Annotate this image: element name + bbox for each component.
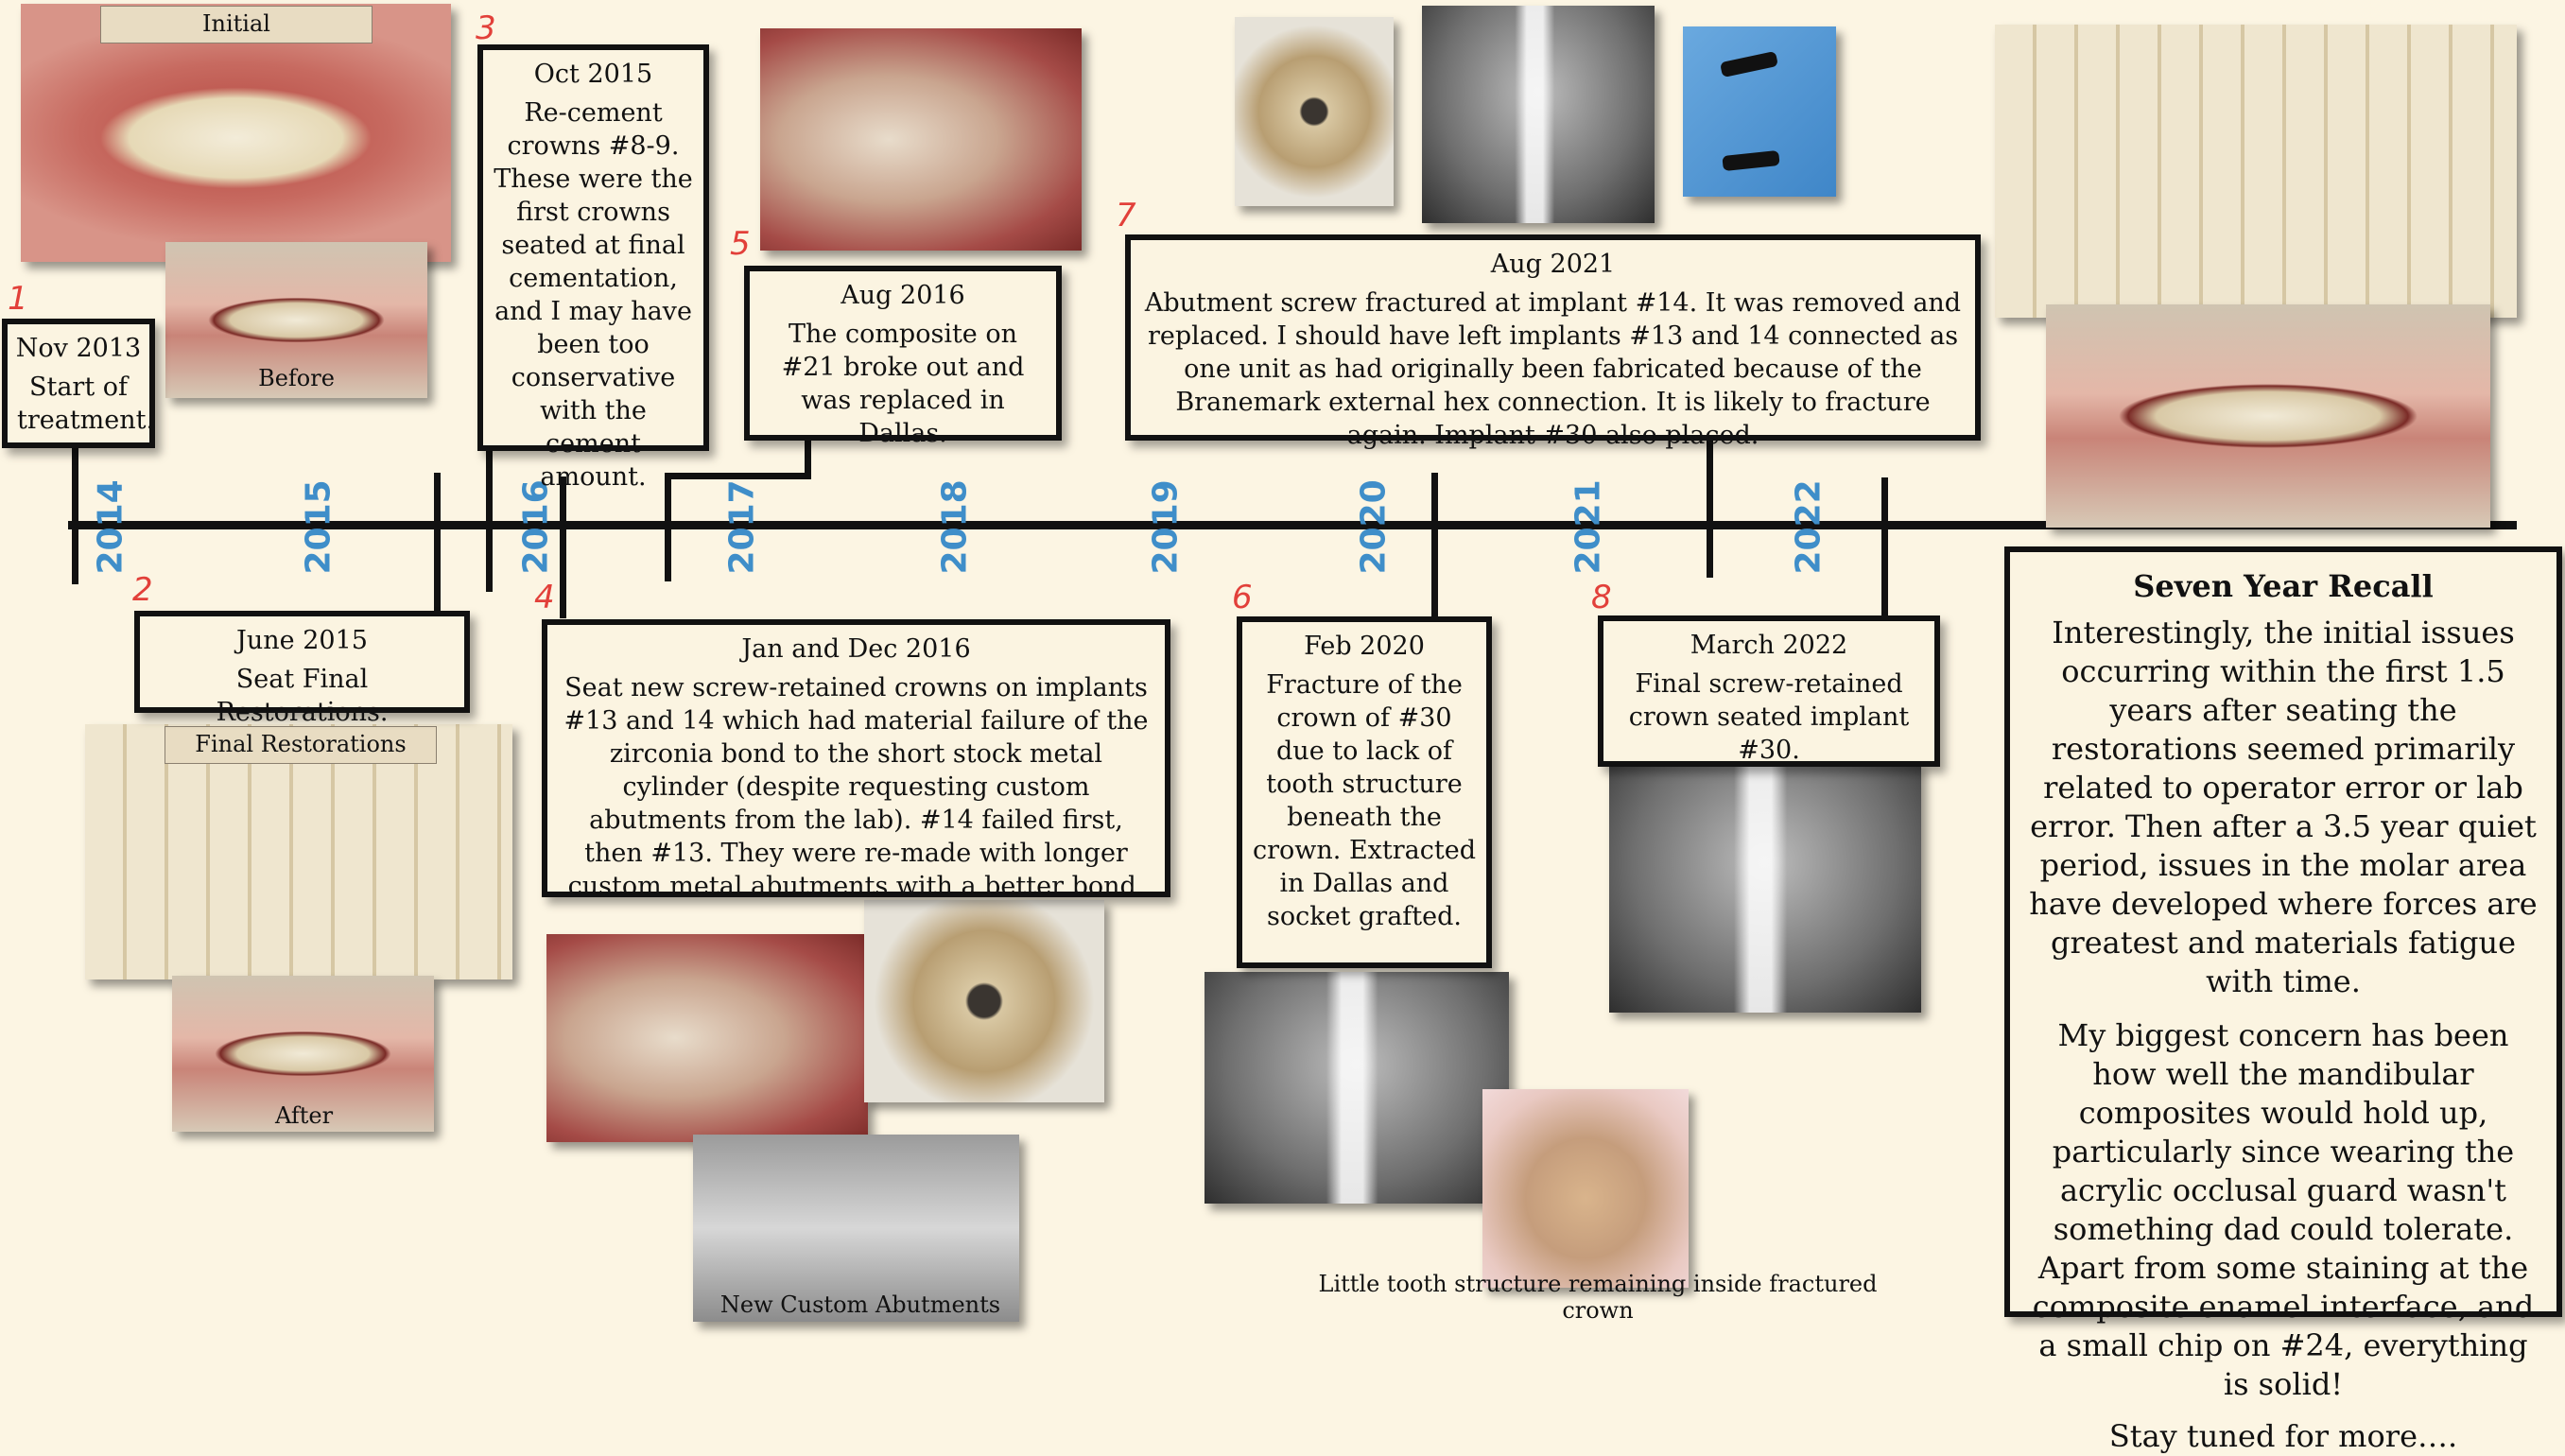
event-5-title: Aug 2016 <box>750 279 1056 312</box>
year-label-2019: 2019 <box>1147 480 1186 575</box>
connector-2 <box>434 473 441 615</box>
event-box-5: Aug 2016 The composite on #21 broke out … <box>744 266 1062 441</box>
event-2-title: June 2015 <box>140 624 464 657</box>
event-7-text: Abutment screw fractured at implant #14.… <box>1131 286 1975 452</box>
abutments-caption: New Custom Abutments <box>719 1291 1002 1318</box>
connector-6 <box>1431 473 1438 619</box>
event-box-8: March 2022 Final screw-retained crown se… <box>1598 615 1940 767</box>
event-2-text: Seat Final Restorations. <box>140 663 464 729</box>
before-caption: Before <box>189 365 404 391</box>
implant-30-xray-photo <box>1609 762 1921 1013</box>
year-label-2022: 2022 <box>1790 480 1828 575</box>
event-5-text: The composite on #21 broke out and was r… <box>750 318 1056 450</box>
marker-4: 4 <box>534 579 555 616</box>
fractured-caption: Little tooth structure remaining inside … <box>1305 1271 1891 1324</box>
event-8-title: March 2022 <box>1603 629 1934 662</box>
event-6-text: Fracture of the crown of #30 due to lack… <box>1242 668 1486 933</box>
screws-photo <box>1683 26 1836 197</box>
after-caption: After <box>197 1102 411 1129</box>
event-3-text: Re-cement crowns #8-9. These were the fi… <box>483 96 703 494</box>
crown-model-photo <box>1235 17 1394 206</box>
event-box-3: Oct 2015 Re-cement crowns #8-9. These we… <box>477 44 709 451</box>
seven-year-smile-photo <box>1995 25 2517 318</box>
implant-xray-photo <box>1422 6 1655 223</box>
year-label-2021: 2021 <box>1569 480 1608 575</box>
year-label-2014: 2014 <box>92 480 130 575</box>
screw-icon-2 <box>1722 150 1779 171</box>
marker-2: 2 <box>132 571 153 609</box>
event-box-4: Jan and Dec 2016 Seat new screw-retained… <box>542 619 1170 897</box>
year-label-2020: 2020 <box>1355 480 1394 575</box>
composite-closeup-photo <box>760 28 1082 251</box>
connector-7 <box>1707 438 1713 578</box>
event-1-text: Start of treatment. <box>8 371 149 437</box>
recall-paragraph-1: Interestingly, the initial issues occurr… <box>2010 606 2556 1001</box>
year-label-2018: 2018 <box>936 480 975 575</box>
event-1-title: Nov 2013 <box>8 332 149 365</box>
year-label-2016: 2016 <box>517 480 556 575</box>
year-label-2015: 2015 <box>300 480 338 575</box>
marker-7: 7 <box>1116 197 1136 234</box>
implant-crowns-photo <box>546 934 868 1142</box>
recall-paragraph-2: My biggest concern has been how well the… <box>2010 1001 2556 1404</box>
recall-title: Seven Year Recall <box>2010 567 2556 606</box>
connector-8 <box>1881 477 1888 619</box>
event-box-2: June 2015 Seat Final Restorations. <box>134 611 470 713</box>
event-4-text: Seat new screw-retained crowns on implan… <box>547 671 1165 903</box>
event-4-title: Jan and Dec 2016 <box>547 633 1165 666</box>
marker-6: 6 <box>1232 579 1253 616</box>
event-7-title: Aug 2021 <box>1131 248 1975 281</box>
event-box-1: Nov 2013 Start of treatment. <box>2 319 155 448</box>
event-3-title: Oct 2015 <box>483 58 703 91</box>
connector-4 <box>560 477 566 618</box>
marker-3: 3 <box>476 9 496 47</box>
year-label-2017: 2017 <box>723 480 762 575</box>
screw-icon-1 <box>1720 51 1778 78</box>
marker-1: 1 <box>8 280 28 318</box>
recall-paragraph-3: Stay tuned for more…. <box>2010 1404 2556 1456</box>
marker-8: 8 <box>1591 579 1612 616</box>
event-6-title: Feb 2020 <box>1242 630 1486 663</box>
event-box-7: Aug 2021 Abutment screw fractured at imp… <box>1125 234 1981 441</box>
event-box-6: Feb 2020 Fracture of the crown of #30 du… <box>1237 616 1492 968</box>
marker-5: 5 <box>730 225 751 263</box>
initial-caption: Initial <box>100 6 373 43</box>
recall-box: Seven Year Recall Interestingly, the ini… <box>2004 546 2562 1317</box>
crown-underside-photo <box>864 900 1104 1102</box>
event-8-text: Final screw-retained crown seated implan… <box>1603 667 1934 767</box>
fractured-crown-photo <box>1482 1089 1689 1288</box>
fracture-xray-photo <box>1205 972 1509 1204</box>
seven-year-lower-photo <box>2046 304 2490 528</box>
connector-1 <box>72 444 78 584</box>
final-caption: Final Restorations <box>165 726 437 764</box>
